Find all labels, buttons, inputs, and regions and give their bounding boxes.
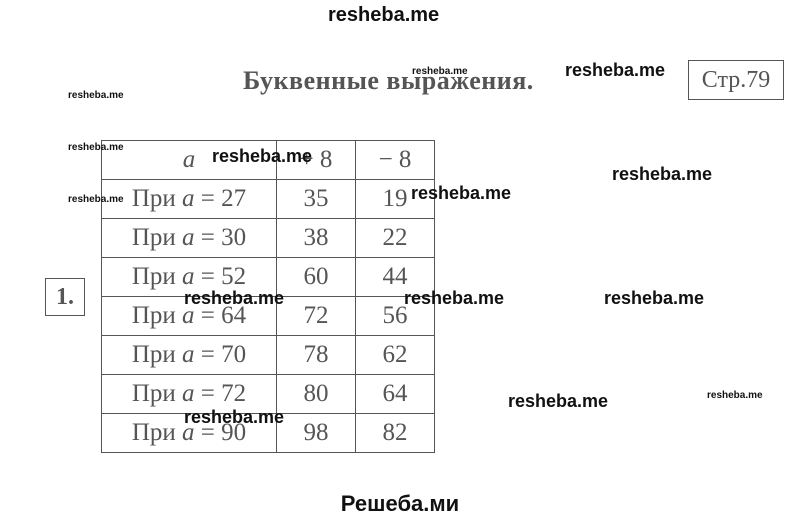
row-equals: =	[194, 263, 222, 290]
watermark: resheba.me	[68, 90, 124, 101]
row-condition: При a = 52	[101, 257, 277, 297]
row-minus-value: 56	[355, 296, 435, 336]
row-minus-value: 82	[355, 413, 435, 453]
page-title: Буквенные выражения.	[243, 66, 534, 95]
page-number: Стр.79	[701, 66, 771, 93]
row-prefix: При	[131, 224, 176, 251]
row-plus-value: 98	[276, 413, 356, 453]
footer-watermark: Решеба.ми	[340, 491, 460, 516]
row-equals: =	[194, 419, 222, 446]
row-prefix: При	[131, 263, 176, 290]
row-variable: a	[182, 341, 195, 368]
watermark: resheba.me	[68, 142, 124, 153]
row-minus-value: 19	[355, 179, 435, 219]
row-minus-value: 44	[355, 257, 435, 297]
row-equals: =	[194, 224, 222, 251]
row-prefix: При	[131, 302, 176, 329]
page-number-box: Стр.79	[688, 60, 784, 100]
row-equals: =	[194, 185, 222, 212]
row-condition: При a = 90	[101, 413, 277, 453]
exercise-number: 1.	[56, 283, 74, 310]
row-condition: При a = 64	[101, 296, 277, 336]
watermark: resheba.me	[565, 60, 666, 80]
watermark: resheba.me	[612, 164, 713, 184]
row-minus-value: 62	[355, 335, 435, 375]
row-plus-value: 35	[276, 179, 356, 219]
row-minus-value: 22	[355, 218, 435, 258]
watermark: resheba.me	[404, 288, 505, 308]
row-variable: a	[182, 302, 195, 329]
row-prefix: При	[131, 341, 176, 368]
watermark: resheba.me	[184, 407, 285, 427]
header-minus-8: − 8	[355, 140, 435, 180]
row-variable: a	[182, 263, 195, 290]
watermark: resheba.me	[604, 288, 705, 308]
row-plus-value: 80	[276, 374, 356, 414]
row-variable: a	[182, 185, 195, 212]
row-variable: a	[182, 380, 195, 407]
row-a-value: 70	[221, 341, 247, 368]
row-prefix: При	[131, 380, 176, 407]
watermark: resheba.me	[412, 66, 468, 77]
watermark: resheba.me	[411, 183, 512, 203]
row-plus-value: 60	[276, 257, 356, 297]
row-a-value: 64	[221, 302, 247, 329]
row-plus-value: 72	[276, 296, 356, 336]
watermark: resheba.me	[184, 288, 285, 308]
row-condition: При a = 70	[101, 335, 277, 375]
row-equals: =	[194, 380, 222, 407]
header-plus-8: + 8	[276, 140, 356, 180]
header-a: a	[101, 140, 277, 180]
row-variable: a	[182, 419, 195, 446]
row-plus-value: 38	[276, 218, 356, 258]
watermark: resheba.me	[212, 146, 313, 166]
watermark: resheba.me	[707, 390, 763, 401]
row-variable: a	[182, 224, 195, 251]
row-plus-value: 78	[276, 335, 356, 375]
row-a-value: 72	[221, 380, 247, 407]
row-condition: При a = 30	[101, 218, 277, 258]
table-header-row: a + 8 − 8	[101, 140, 435, 180]
row-prefix: При	[131, 185, 176, 212]
row-condition: При a = 27	[101, 179, 277, 219]
watermark: resheba.me	[508, 391, 609, 411]
row-equals: =	[194, 341, 222, 368]
exercise-number-box: 1.	[45, 278, 85, 316]
row-minus-value: 64	[355, 374, 435, 414]
row-a-value: 30	[221, 224, 247, 251]
row-a-value: 52	[221, 263, 247, 290]
row-equals: =	[194, 302, 222, 329]
row-prefix: При	[131, 419, 176, 446]
watermark: resheba.me	[68, 194, 124, 205]
row-a-value: 90	[221, 419, 247, 446]
row-a-value: 27	[221, 185, 247, 212]
header-watermark: resheba.me	[328, 4, 440, 26]
